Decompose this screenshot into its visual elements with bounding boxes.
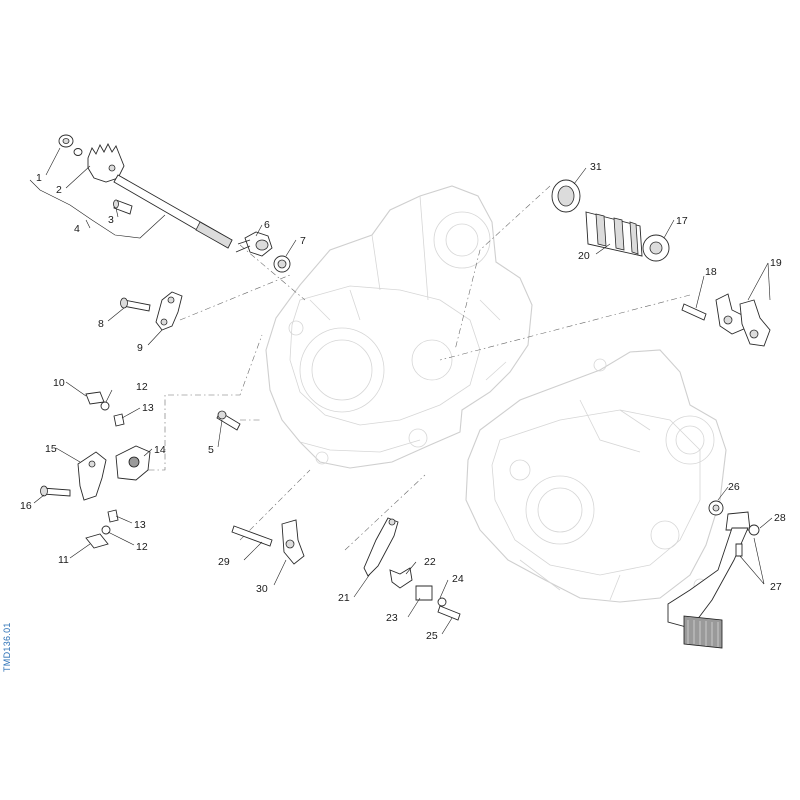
kickstart-lever-26-28 xyxy=(667,500,760,649)
callout-24: 24 xyxy=(452,573,464,585)
shift-shaft-assembly xyxy=(58,134,291,273)
callout-7: 7 xyxy=(300,235,306,247)
callout-23: 23 xyxy=(386,612,398,624)
fork-and-shaft-29-30 xyxy=(231,519,305,565)
leader-lines xyxy=(29,147,773,635)
callout-12-upper: 12 xyxy=(136,381,148,393)
callout-12-lower: 12 xyxy=(136,541,148,553)
callout-22: 22 xyxy=(424,556,436,568)
callout-21: 21 xyxy=(338,592,350,604)
alignment-lines xyxy=(135,185,691,551)
lever-spring-bolt-21-25 xyxy=(363,517,461,621)
callout-9: 9 xyxy=(137,342,143,354)
callout-13-upper: 13 xyxy=(142,402,154,414)
callout-11: 11 xyxy=(58,554,69,566)
callout-13-lower: 13 xyxy=(134,519,146,531)
callout-16: 16 xyxy=(20,500,32,512)
callout-18: 18 xyxy=(705,266,717,278)
selector-drum-assembly xyxy=(551,179,670,262)
callout-4: 4 xyxy=(74,223,80,235)
pin-5 xyxy=(216,410,241,431)
bolt-and-plate-8-9 xyxy=(120,291,183,331)
selector-forks-18-19 xyxy=(681,293,771,347)
callout-29: 29 xyxy=(218,556,230,568)
callout-20: 20 xyxy=(578,250,590,262)
callout-10: 10 xyxy=(53,377,65,389)
left-crankcase-ghost xyxy=(265,185,533,469)
right-crankcase-ghost xyxy=(465,349,727,603)
lower-left-parts xyxy=(40,391,151,549)
callout-19: 19 xyxy=(770,257,782,269)
callout-2: 2 xyxy=(56,184,62,196)
callout-26: 26 xyxy=(728,481,740,493)
callout-1: 1 xyxy=(36,172,42,184)
callout-25: 25 xyxy=(426,630,438,642)
callout-labels: 1 2 3 4 5 6 7 8 9 10 12 13 14 15 16 13 1… xyxy=(20,161,786,642)
callout-27: 27 xyxy=(770,581,782,593)
callout-8: 8 xyxy=(98,318,104,330)
callout-6: 6 xyxy=(264,219,270,231)
callout-14: 14 xyxy=(154,444,166,456)
callout-3: 3 xyxy=(108,214,114,226)
callout-31: 31 xyxy=(590,161,602,173)
drawing-code: TMD136.01 xyxy=(2,622,12,672)
callout-17: 17 xyxy=(676,215,688,227)
callout-28: 28 xyxy=(774,512,786,524)
callout-30: 30 xyxy=(256,583,268,595)
callout-5: 5 xyxy=(208,444,214,456)
callout-15: 15 xyxy=(45,443,57,455)
